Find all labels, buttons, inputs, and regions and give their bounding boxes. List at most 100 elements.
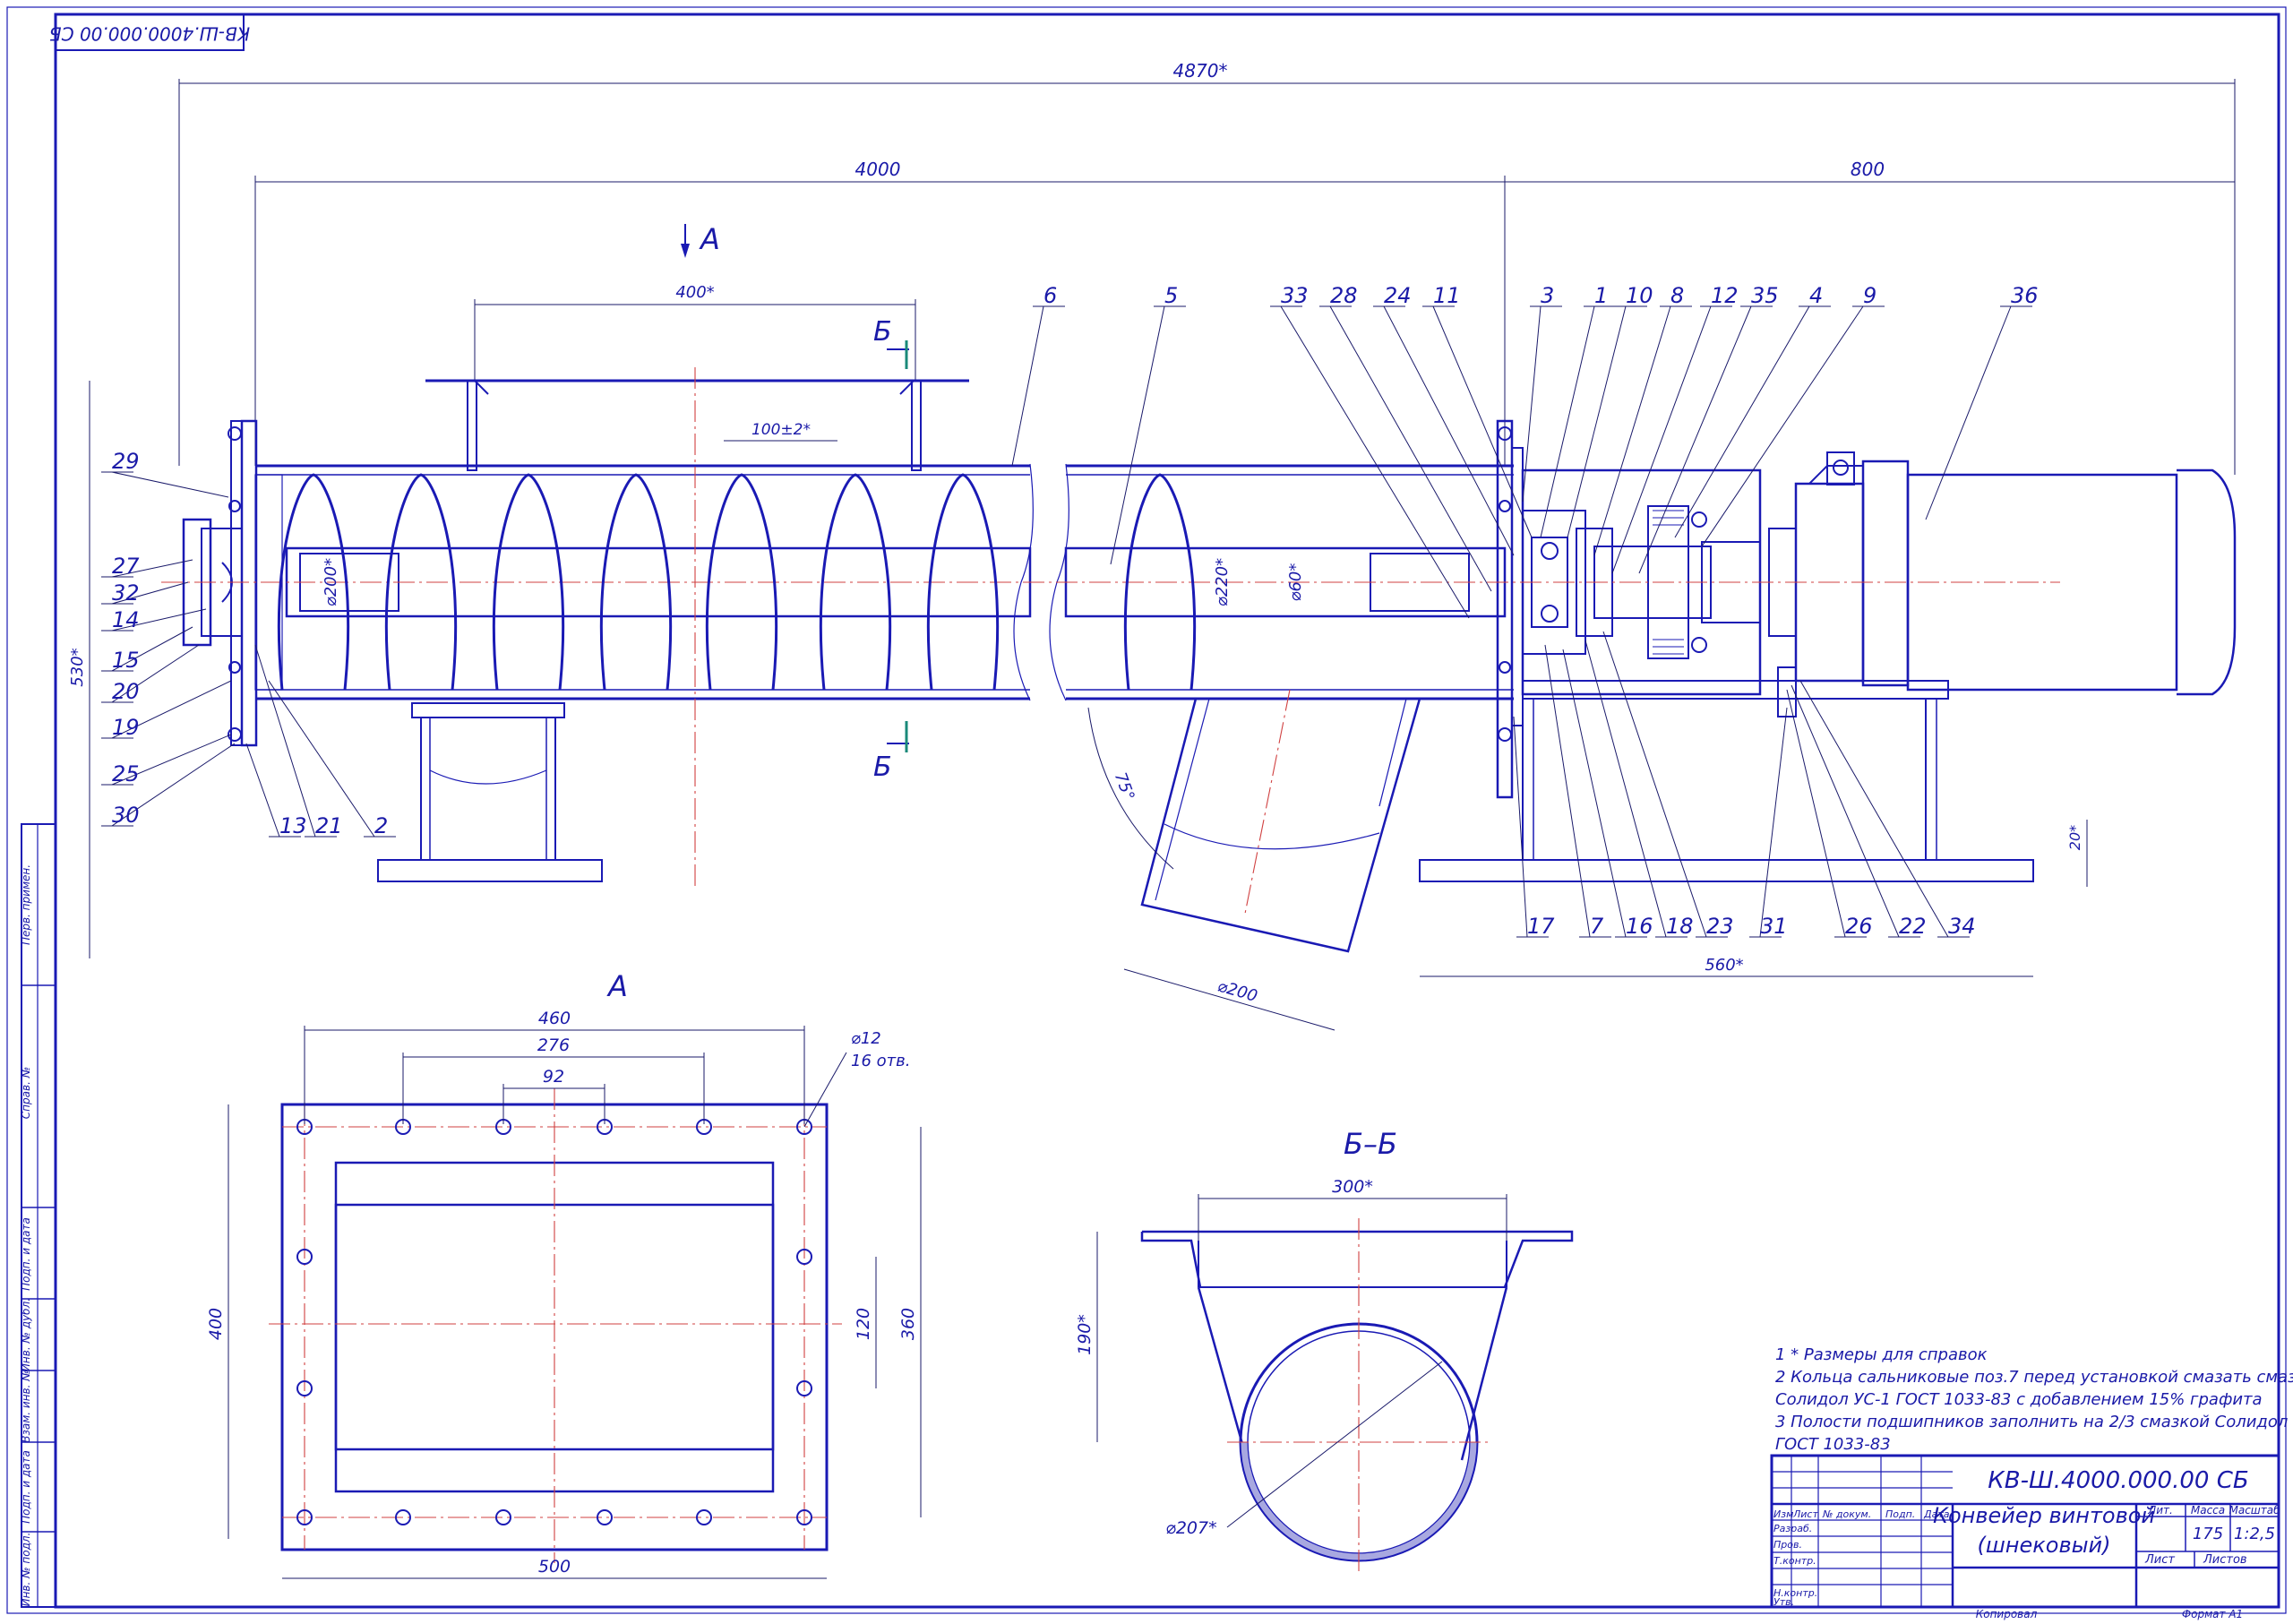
hole	[796, 1249, 812, 1265]
position-label: 22	[1899, 914, 1927, 939]
section-bb: Б–Б 300* 190* ⌀207*	[1075, 1127, 1574, 1572]
leader-line	[1280, 305, 1470, 619]
hole	[495, 1509, 511, 1525]
position-label: 25	[112, 761, 140, 786]
leader-line	[254, 644, 316, 838]
dim-b-207: ⌀207*	[1165, 1518, 1216, 1538]
hole	[296, 1509, 313, 1525]
position-label: 34	[1948, 914, 1976, 939]
position-label: 4	[1809, 283, 1823, 308]
position-label: 14	[112, 607, 140, 632]
tb-hdr-list: Лист	[1792, 1508, 1818, 1520]
position-label: 2	[374, 813, 388, 838]
dim-tube-dia: ⌀220*	[1213, 558, 1232, 606]
position-label: 27	[112, 554, 140, 579]
leader-line	[1759, 707, 1788, 938]
dim-angle: 75°	[1111, 770, 1138, 803]
side-stamp-label-5: Подп. и дата	[20, 1450, 32, 1524]
position-label: 18	[1666, 914, 1694, 939]
position-label: 36	[2011, 283, 2039, 308]
tb-hdr-izm: Изм	[1773, 1508, 1793, 1520]
side-stamp-label-6: Инв. № подл.	[20, 1533, 32, 1607]
leader-line	[111, 743, 236, 827]
tb-lit: Лит.	[2147, 1504, 2173, 1517]
leader-line	[1544, 644, 1591, 938]
leader-line	[1513, 716, 1528, 938]
tb-mass-value: 175	[2193, 1525, 2223, 1543]
view-a-title: А	[606, 969, 628, 1003]
rotated-stamp-text: КВ-Ш.4000.000.00 СБ	[49, 23, 250, 45]
tb-sheets: Листов	[2203, 1553, 2247, 1567]
view-a: А 460 276 92 ⌀12 16 отв. 400 120 360 50	[206, 969, 922, 1579]
note-0: 1 * Размеры для справок	[1775, 1345, 1988, 1364]
section-bb-title: Б–Б	[1344, 1127, 1397, 1161]
side-stamp-label-1: Справ. №	[20, 1067, 32, 1119]
hole	[296, 1380, 313, 1396]
leader-line	[111, 644, 200, 703]
leader-line	[1791, 684, 1900, 938]
position-label: 15	[112, 648, 140, 673]
position-label: 1	[1594, 283, 1608, 308]
note-4: ГОСТ 1033-83	[1775, 1435, 1891, 1454]
position-label: 31	[1760, 914, 1788, 939]
position-label: 24	[1384, 283, 1412, 308]
screw-flight	[705, 473, 778, 691]
leader-line	[1383, 305, 1515, 556]
dim-a-120: 120	[854, 1308, 873, 1340]
leader-line	[1110, 305, 1165, 565]
note-3: 3 Полости подшипников заполнить на 2/3 с…	[1775, 1413, 2293, 1431]
dim-drive: 800	[1851, 159, 1885, 180]
dim-a-500: 500	[538, 1557, 571, 1577]
hole	[796, 1509, 812, 1525]
screw-flight	[819, 473, 892, 691]
leader-line	[1562, 649, 1627, 938]
screw-flights	[277, 473, 1197, 691]
dim-base: 560*	[1705, 956, 1743, 975]
leader-line	[111, 471, 229, 498]
position-label: 7	[1590, 914, 1604, 939]
dim-a-92: 92	[543, 1067, 564, 1087]
view-arrow-a: А	[699, 222, 720, 256]
leader-line	[111, 581, 189, 605]
position-label: 19	[112, 715, 140, 740]
tb-nkontr: Н.контр.	[1773, 1587, 1817, 1599]
outer-border	[6, 6, 2287, 1614]
screw-flight	[1123, 473, 1197, 691]
position-label: 8	[1670, 283, 1684, 308]
hole	[597, 1509, 613, 1525]
leader-line	[1011, 305, 1044, 467]
position-label: 17	[1527, 914, 1555, 939]
leader-line	[111, 626, 193, 672]
leader-line	[111, 680, 232, 739]
position-label: 9	[1863, 283, 1876, 308]
position-label: 13	[279, 813, 307, 838]
side-stamp-label-2: Подп. и дата	[20, 1217, 32, 1291]
leader-line	[1602, 631, 1707, 938]
tb-scale: Масштаб	[2229, 1504, 2280, 1517]
screw-flight	[384, 473, 458, 691]
dim-height: 530*	[68, 648, 87, 686]
position-label: 21	[315, 813, 343, 838]
leader-line	[1638, 305, 1752, 574]
position-label: 35	[1751, 283, 1779, 308]
tb-hdr-sign: Подп.	[1885, 1508, 1915, 1520]
tb-copied: Копировал	[1976, 1608, 2038, 1620]
note-2: Солидол УС-1 ГОСТ 1033-83 с добавлением …	[1775, 1390, 2263, 1409]
side-stamp: Перв. примен. Справ. № Подп. и дата Инв.…	[20, 823, 56, 1608]
dim-b-190: 190*	[1075, 1314, 1095, 1355]
hole	[296, 1249, 313, 1265]
position-label: 30	[112, 803, 140, 828]
main-view: 4870* 4000 800 400* А Б Б	[68, 60, 2237, 1031]
leader-line	[111, 559, 193, 578]
tb-tkontr: Т.контр.	[1773, 1555, 1816, 1567]
drawing-frame	[54, 13, 2280, 1609]
leader-line	[1786, 689, 1846, 938]
dim-pitch: 100±2*	[751, 421, 811, 439]
dim-a-hole: ⌀12	[851, 1029, 881, 1048]
side-stamp-label-3: Инв. № дубл.	[20, 1298, 32, 1371]
position-label: 16	[1626, 914, 1653, 939]
note-1: 2 Кольца сальниковые поз.7 перед установ…	[1775, 1368, 2293, 1387]
dim-length: 4000	[855, 159, 901, 180]
dim-a-276: 276	[537, 1035, 570, 1055]
